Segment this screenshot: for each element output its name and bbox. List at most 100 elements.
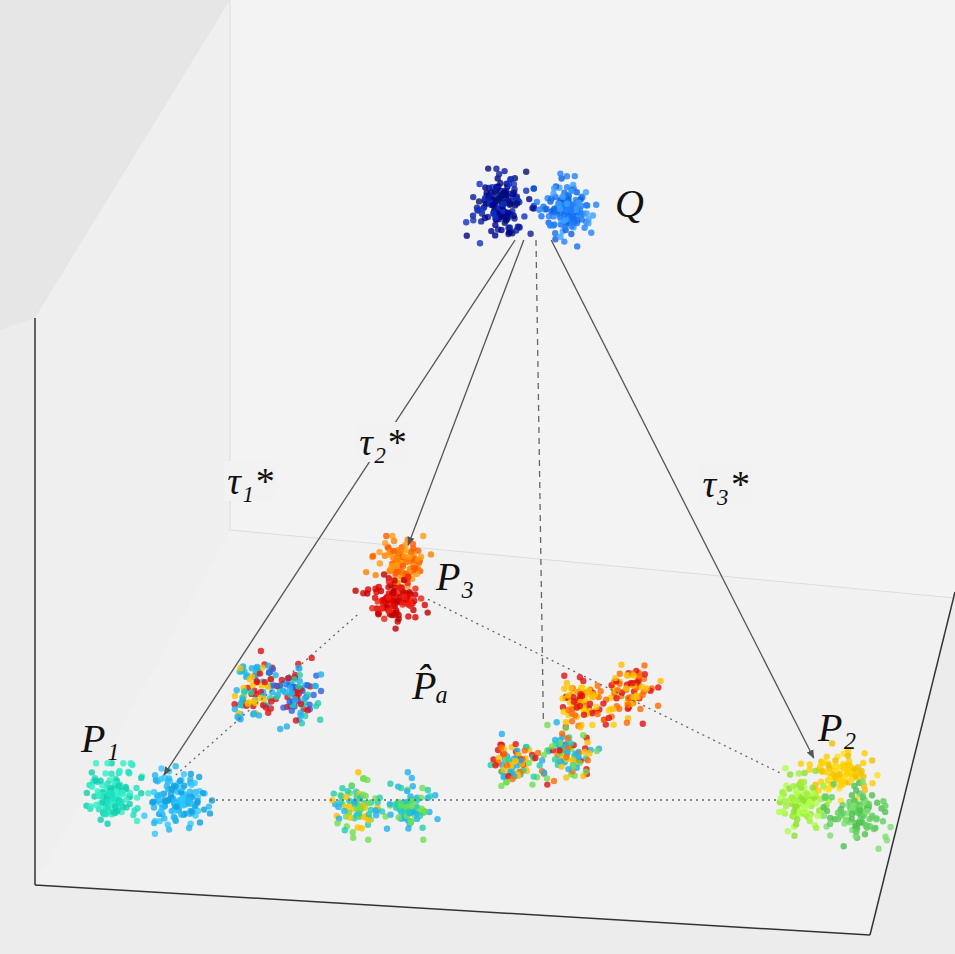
sample-point — [337, 792, 343, 798]
sample-point — [630, 672, 636, 678]
map-label: τ₁* — [224, 461, 276, 501]
sample-point — [612, 675, 618, 681]
sample-point — [559, 194, 565, 200]
sample-point — [595, 683, 601, 689]
sample-point — [496, 171, 502, 177]
sample-point — [393, 609, 399, 615]
box-edge — [34, 318, 36, 885]
sample-point — [794, 816, 800, 822]
sample-point — [361, 775, 367, 781]
sample-point — [543, 206, 549, 212]
sample-point — [480, 206, 486, 212]
sample-point — [116, 783, 122, 789]
sample-point — [513, 227, 519, 233]
sample-point — [590, 691, 596, 697]
sample-point — [292, 696, 298, 702]
sample-point — [358, 805, 364, 811]
sample-point — [401, 594, 407, 600]
sample-point — [504, 762, 510, 768]
sample-point — [569, 710, 575, 716]
sample-point — [106, 791, 112, 797]
sample-point — [589, 722, 595, 728]
sample-point — [134, 794, 140, 800]
sample-point — [102, 770, 108, 776]
sample-point — [581, 225, 587, 231]
sample-point — [630, 694, 636, 700]
sample-point — [177, 778, 183, 784]
sample-point — [813, 825, 819, 831]
sample-point — [470, 194, 476, 200]
sample-point — [600, 700, 606, 706]
sample-point — [853, 773, 859, 779]
sample-point — [405, 769, 411, 775]
sample-point — [234, 687, 240, 693]
sample-point — [522, 747, 528, 753]
sample-point — [845, 770, 851, 776]
sample-point — [187, 796, 193, 802]
sample-point — [572, 173, 578, 179]
sample-point — [839, 763, 845, 769]
sample-point — [404, 788, 410, 794]
sample-point — [245, 700, 251, 706]
sample-point — [105, 799, 111, 805]
sample-point — [798, 760, 804, 766]
sample-point — [498, 783, 504, 789]
sample-point — [187, 789, 193, 795]
sample-point — [807, 799, 813, 805]
sample-point — [104, 760, 110, 766]
sample-point — [152, 772, 158, 778]
sample-point — [869, 757, 875, 763]
sample-point — [305, 707, 311, 713]
sample-point — [310, 692, 316, 698]
sample-point — [613, 695, 619, 701]
sample-point — [168, 791, 174, 797]
sample-point — [498, 744, 504, 750]
sample-point — [408, 603, 414, 609]
sample-point — [315, 700, 321, 706]
sample-point — [369, 605, 375, 611]
transport-arrow — [408, 240, 524, 545]
sample-point — [355, 769, 361, 775]
sample-point — [880, 818, 886, 824]
sample-point — [853, 829, 859, 835]
sample-point — [534, 199, 540, 205]
sample-point — [862, 787, 868, 793]
sample-point — [418, 595, 424, 601]
sample-point — [92, 778, 98, 784]
sample-point — [428, 551, 434, 557]
sample-point — [859, 813, 865, 819]
sample-point — [532, 755, 538, 761]
distribution-label: P₃ — [436, 557, 474, 597]
sample-point — [618, 662, 624, 668]
sample-point — [373, 572, 379, 578]
sample-point — [405, 574, 411, 580]
sample-point — [565, 766, 571, 772]
sample-point — [514, 200, 520, 206]
sample-point — [636, 673, 642, 679]
sample-point — [282, 689, 288, 695]
sample-point — [482, 215, 488, 221]
sample-point — [387, 781, 393, 787]
sample-point — [286, 699, 292, 705]
point-clouds — [83, 165, 894, 852]
sample-point — [577, 674, 583, 680]
sample-point — [882, 803, 888, 809]
sample-point — [792, 804, 798, 810]
sample-point — [105, 781, 111, 787]
sample-point — [417, 813, 423, 819]
sample-point — [256, 712, 262, 718]
sample-point — [295, 665, 301, 671]
sample-point — [568, 188, 574, 194]
wall-edge — [230, 530, 955, 598]
sample-point — [851, 783, 857, 789]
sample-point — [582, 749, 588, 755]
sample-point — [166, 826, 172, 832]
sample-point — [835, 810, 841, 816]
sample-point — [171, 814, 177, 820]
sample-point — [793, 788, 799, 794]
sample-point — [492, 762, 498, 768]
sample-point — [551, 778, 557, 784]
sample-point — [507, 202, 513, 208]
sample-point — [568, 685, 574, 691]
sample-point — [832, 757, 838, 763]
